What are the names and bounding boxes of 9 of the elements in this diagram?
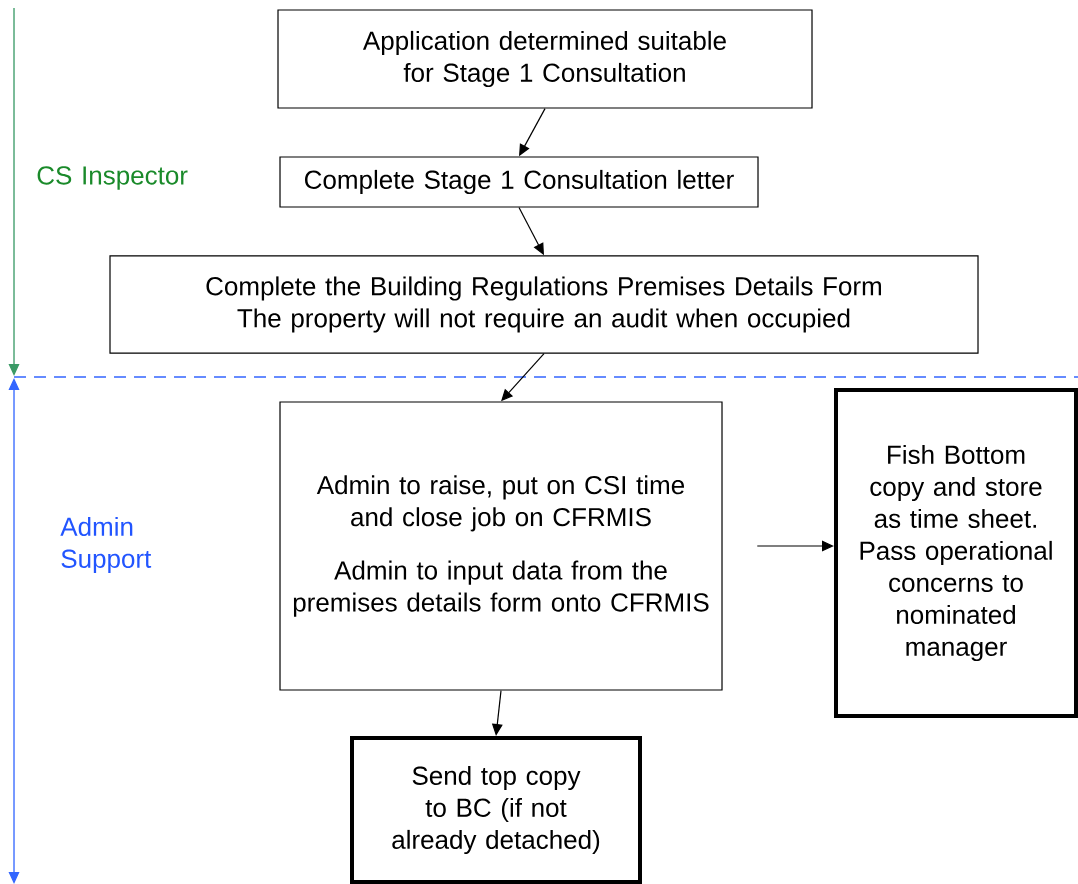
lane-label: CS Inspector — [37, 166, 188, 190]
process-box: Send top copy to BC (if not already detached) — [350, 736, 642, 884]
arrow — [756, 540, 834, 552]
process-box: Complete the Building Regulations Premises Details Form The property will not require an audit when occupied — [109, 255, 979, 354]
process-box: Fish Bottom copy and store as time sheet. Pass operational concerns to nominated manager — [834, 388, 1078, 718]
process-box: Admin to raise, put on CSI time and close job on CFRMIS Admin to input data from the premises details form onto CFRMIS — [279, 401, 723, 691]
process-box: Complete Stage 1 Consultation letter — [279, 156, 759, 208]
lane-label: Admin Support — [60, 516, 152, 574]
process-box: Application determined suitable for Stage 1 Consultation — [277, 9, 813, 109]
